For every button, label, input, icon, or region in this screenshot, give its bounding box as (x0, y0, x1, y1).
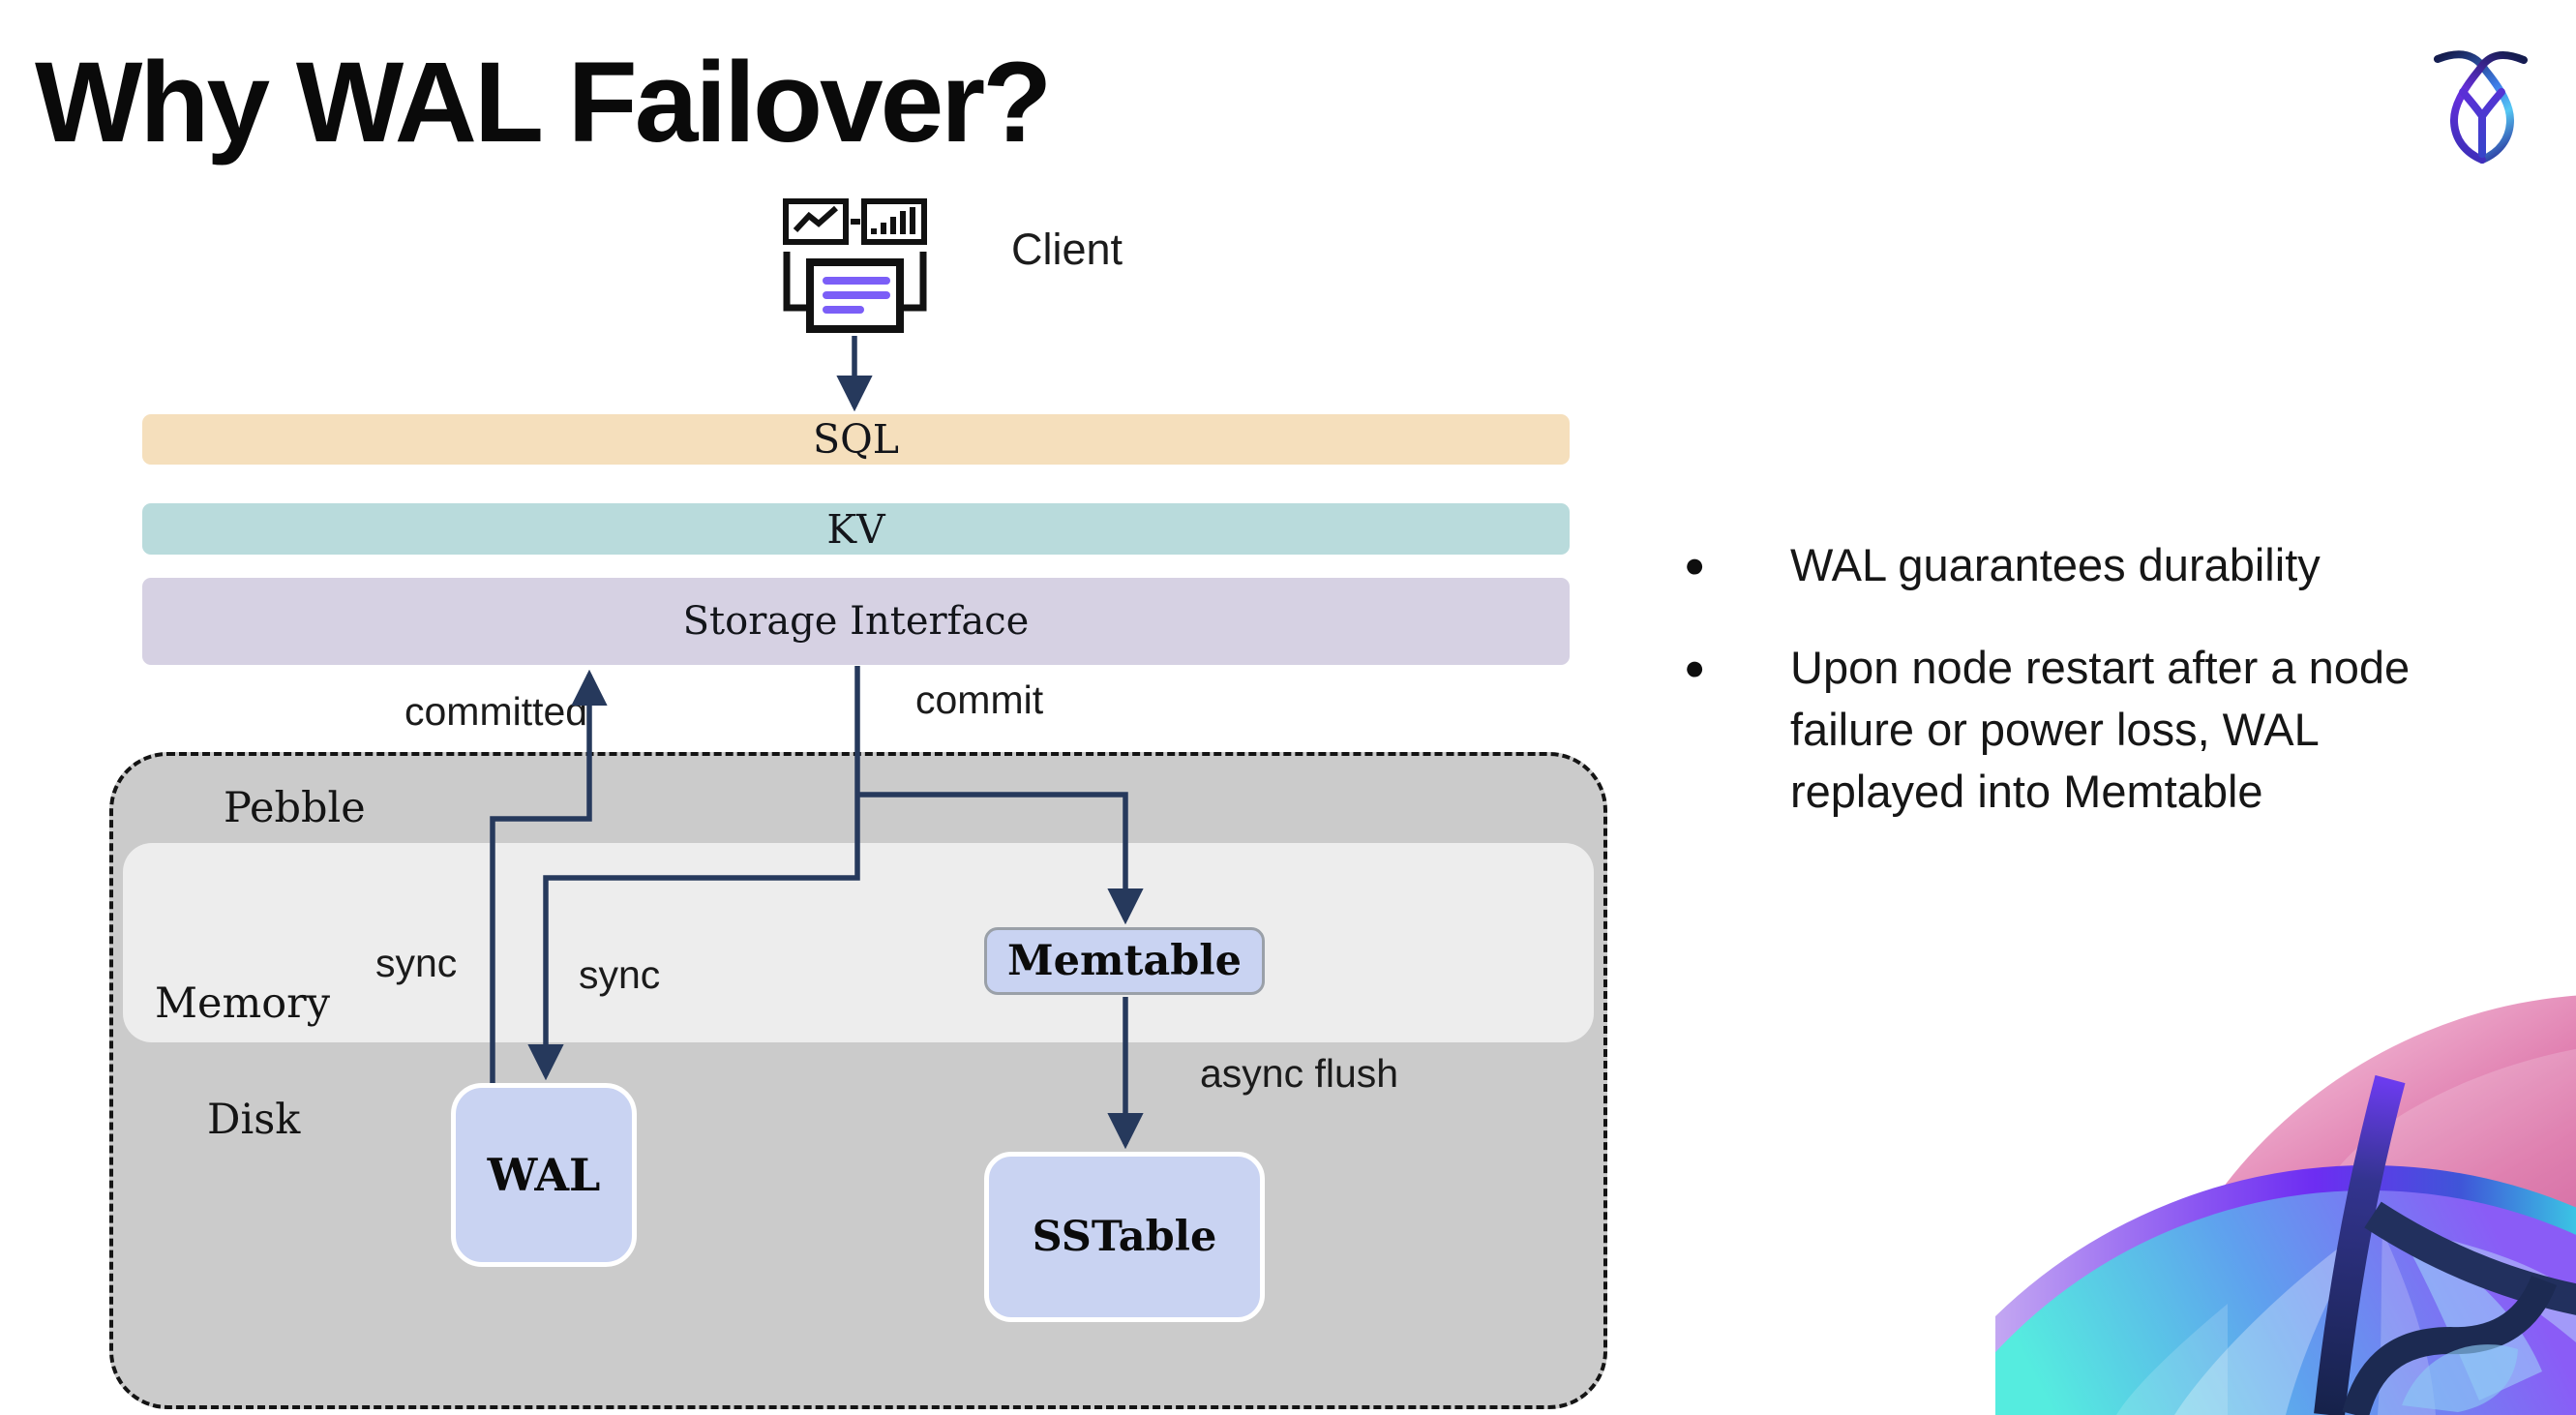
cockroach-brand-art (1995, 995, 2576, 1415)
edge-label-commit: commit (915, 677, 1044, 722)
disk-label: Disk (207, 1096, 301, 1144)
wal-box-label: WAL (487, 1149, 601, 1201)
memtable-box-label: Memtable (1007, 937, 1242, 985)
edge-label-sync-right: sync (579, 952, 661, 997)
bullet-dot-icon (1684, 534, 1724, 596)
layer-storage-interface: Storage Interface (142, 578, 1570, 665)
cockroachdb-logo-icon (2434, 50, 2528, 164)
bullet-list: WAL guarantees durability Upon node rest… (1684, 534, 2526, 863)
sstable-box-label: SSTable (1032, 1213, 1217, 1261)
layer-sql-label: SQL (813, 416, 899, 463)
bullet-dot-icon (1684, 637, 1724, 699)
memory-label: Memory (155, 979, 330, 1028)
layer-storage-interface-label: Storage Interface (682, 599, 1030, 644)
memtable-box: Memtable (984, 927, 1265, 995)
layer-kv: KV (142, 503, 1570, 555)
list-item: Upon node restart after a node failure o… (1684, 637, 2526, 823)
art-cross-stroke (2364, 1201, 2576, 1315)
art-antenna-stroke (2314, 1074, 2406, 1415)
client-app-icon (783, 198, 927, 333)
memory-band (123, 843, 1594, 1042)
edge-label-sync-left: sync (375, 941, 458, 985)
client-label: Client (1011, 225, 1123, 274)
layer-kv-label: KV (826, 505, 885, 553)
list-item: WAL guarantees durability (1684, 534, 2526, 596)
art-leaf-stroke (2342, 1275, 2558, 1415)
page-title: Why WAL Failover? (35, 39, 1052, 166)
wal-box: WAL (451, 1083, 637, 1267)
pebble-label: Pebble (224, 784, 366, 832)
sstable-box: SSTable (984, 1152, 1265, 1322)
layer-sql: SQL (142, 414, 1570, 465)
bullet-text: WAL guarantees durability (1790, 539, 2321, 590)
edge-label-committed: committed (404, 689, 588, 734)
bullet-text: Upon node restart after a node failure o… (1790, 642, 2411, 817)
edge-label-async-flush: async flush (1200, 1051, 1399, 1096)
